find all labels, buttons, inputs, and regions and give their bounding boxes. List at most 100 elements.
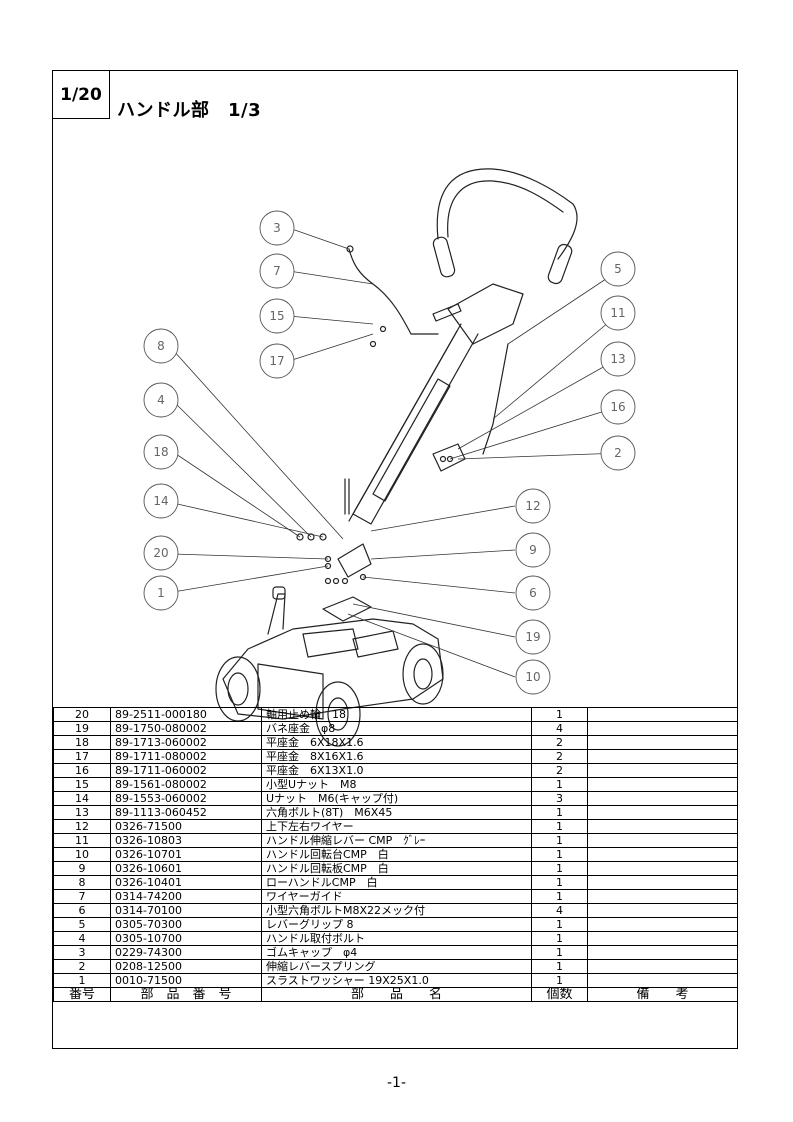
callout-3 xyxy=(259,210,295,246)
callout-4 xyxy=(143,382,179,418)
part-code: 89-1561-080002 xyxy=(110,777,262,792)
callout-label: 17 xyxy=(269,354,284,368)
rotation-base xyxy=(322,596,372,622)
part-qty: 1 xyxy=(531,707,588,722)
part-note xyxy=(587,819,738,834)
callout-8 xyxy=(143,328,179,364)
callout-10 xyxy=(515,659,551,695)
callout-19 xyxy=(515,619,551,655)
callout-18 xyxy=(143,434,179,470)
part-code: 0229-74300 xyxy=(110,945,262,960)
part-qty: 2 xyxy=(531,763,588,778)
callout-label: 10 xyxy=(525,670,540,684)
part-note xyxy=(587,917,738,932)
part-code: 0010-71500 xyxy=(110,973,262,988)
wheel-rear-right xyxy=(402,643,444,705)
part-name: スラストワッシャー 19X25X1.0 xyxy=(261,973,532,988)
header-code: 部 品 番 号 xyxy=(110,987,262,1002)
part-no: 15 xyxy=(53,777,111,792)
callout-17 xyxy=(259,343,295,379)
callout-16 xyxy=(600,389,636,425)
part-no: 5 xyxy=(53,917,111,932)
part-name: 伸縮レバースプリング xyxy=(261,959,532,974)
page-number: -1- xyxy=(386,1075,406,1091)
part-name: 平座金 6X13X1.0 xyxy=(261,763,532,778)
part-name: バネ座金 φ8 xyxy=(261,721,532,736)
parts-table-header: 番号 部 品 番 号 部 品 名 個数 備 考 xyxy=(53,987,738,1002)
handle-head xyxy=(447,283,524,345)
part-no: 4 xyxy=(53,931,111,946)
callout-6 xyxy=(515,575,551,611)
part-code: 0305-70300 xyxy=(110,917,262,932)
part-code: 0314-74200 xyxy=(110,889,262,904)
part-no: 7 xyxy=(53,889,111,904)
header-note: 備 考 xyxy=(587,987,738,1002)
part-qty: 1 xyxy=(531,931,588,946)
part-code: 89-2511-000180 xyxy=(110,707,262,722)
part-qty: 1 xyxy=(531,959,588,974)
rotation-plate xyxy=(337,543,372,578)
part-note xyxy=(587,805,738,820)
part-qty: 1 xyxy=(531,973,588,988)
part-name: ローハンドルCMP 白 xyxy=(261,875,532,890)
part-code: 0326-10401 xyxy=(110,875,262,890)
part-name: Uナット M6(キャップ付) xyxy=(261,791,532,806)
part-code: 89-1711-080002 xyxy=(110,749,262,764)
part-name: 平座金 8X16X1.6 xyxy=(261,749,532,764)
part-code: 89-1553-060002 xyxy=(110,791,262,806)
part-name: ワイヤーガイド xyxy=(261,889,532,904)
part-note xyxy=(587,735,738,750)
part-no: 10 xyxy=(53,847,111,862)
part-name: ハンドル回転台CMP 白 xyxy=(261,847,532,862)
callout-label: 6 xyxy=(529,586,537,600)
callout-11 xyxy=(600,295,636,331)
callout-label: 1 xyxy=(157,586,165,600)
part-note xyxy=(587,889,738,904)
part-no: 16 xyxy=(53,763,111,778)
callout-5 xyxy=(600,251,636,287)
part-qty: 1 xyxy=(531,819,588,834)
part-note xyxy=(587,763,738,778)
part-note xyxy=(587,721,738,736)
part-no: 20 xyxy=(53,707,111,722)
part-name: 軸用止め輪 18 xyxy=(261,707,532,722)
callout-label: 16 xyxy=(610,400,625,414)
part-qty: 1 xyxy=(531,861,588,876)
callout-label: 19 xyxy=(525,630,540,644)
callout-7 xyxy=(259,253,295,289)
part-code: 0208-12500 xyxy=(110,959,262,974)
part-qty: 1 xyxy=(531,777,588,792)
part-qty: 2 xyxy=(531,735,588,750)
part-note xyxy=(587,749,738,764)
part-name: 平座金 6X18X1.6 xyxy=(261,735,532,750)
part-note xyxy=(587,777,738,792)
callout-label: 20 xyxy=(153,546,168,560)
part-note xyxy=(587,861,738,876)
part-note xyxy=(587,833,738,848)
part-name: ハンドル取付ボルト xyxy=(261,931,532,946)
part-code: 0305-10700 xyxy=(110,931,262,946)
part-no: 13 xyxy=(53,805,111,820)
callout-label: 11 xyxy=(610,306,625,320)
part-no: 19 xyxy=(53,721,111,736)
part-code: 0326-10803 xyxy=(110,833,262,848)
part-name: レバーグリップ 8 xyxy=(261,917,532,932)
callout-label: 4 xyxy=(157,393,165,407)
part-qty: 4 xyxy=(531,903,588,918)
section-title: ハンドル部 1/3 xyxy=(117,100,262,121)
callout-label: 2 xyxy=(614,446,622,460)
callout-label: 18 xyxy=(153,445,168,459)
callout-9 xyxy=(515,532,551,568)
upper-handle-loop xyxy=(436,168,578,260)
part-note xyxy=(587,707,738,722)
part-name: 小型六角ボルトM8X22メック付 xyxy=(261,903,532,918)
part-no: 6 xyxy=(53,903,111,918)
